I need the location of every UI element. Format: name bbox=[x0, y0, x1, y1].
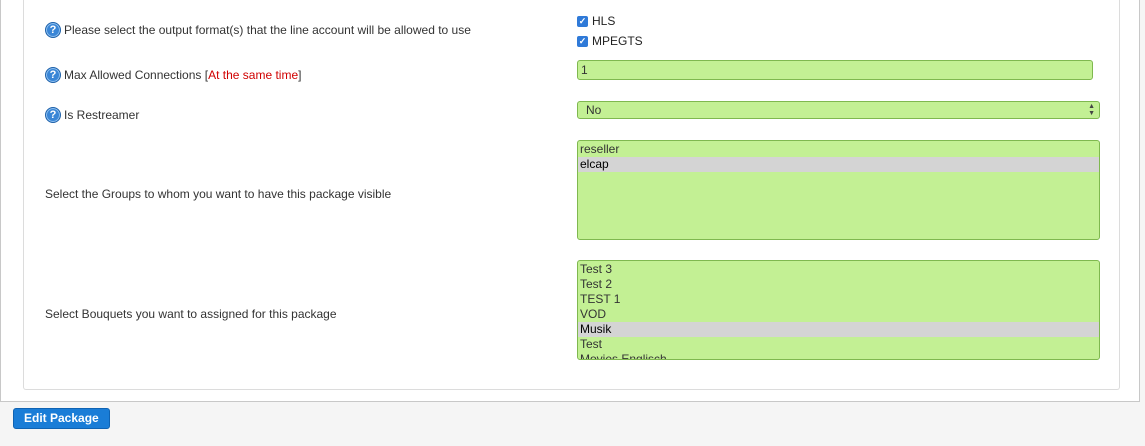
bouquet-option[interactable]: Test 2 bbox=[580, 277, 613, 291]
bouquet-option[interactable]: Test 3 bbox=[580, 262, 613, 276]
edit-package-button[interactable]: Edit Package bbox=[13, 408, 110, 429]
bouquets-label-row: Select Bouquets you want to assigned for… bbox=[45, 306, 337, 322]
max-connections-value: 1 bbox=[581, 63, 588, 77]
output-formats-label: Please select the output format(s) that … bbox=[64, 23, 471, 37]
help-icon[interactable]: ? bbox=[45, 22, 61, 38]
page-container: ? Please select the output format(s) tha… bbox=[0, 0, 1140, 402]
hls-checkbox-row[interactable]: ✓ HLS bbox=[577, 14, 615, 28]
bouquet-option[interactable]: Test bbox=[580, 337, 603, 351]
is-restreamer-select[interactable]: No ▲▼ bbox=[577, 101, 1100, 119]
is-restreamer-value: No bbox=[586, 103, 602, 117]
form-panel: ? Please select the output format(s) tha… bbox=[23, 0, 1120, 390]
groups-option-reseller[interactable]: reseller bbox=[580, 142, 620, 156]
up-down-arrows-icon: ▲▼ bbox=[1088, 103, 1095, 117]
is-restreamer-label: Is Restreamer bbox=[64, 108, 140, 122]
bouquet-option-selected[interactable]: Musik bbox=[578, 322, 1099, 337]
help-icon[interactable]: ? bbox=[45, 67, 61, 83]
groups-label-row: Select the Groups to whom you want to ha… bbox=[45, 186, 391, 202]
mpegts-checkbox-row[interactable]: ✓ MPEGTS bbox=[577, 34, 643, 48]
bouquets-label: Select Bouquets you want to assigned for… bbox=[45, 307, 337, 321]
bouquets-multiselect[interactable]: Test 3 Test 2 TEST 1 VOD Musik Test Movi… bbox=[577, 260, 1100, 360]
groups-multiselect[interactable]: reseller elcap bbox=[577, 140, 1100, 240]
mpegts-checkbox-label: MPEGTS bbox=[592, 34, 643, 48]
groups-label: Select the Groups to whom you want to ha… bbox=[45, 187, 392, 201]
is-restreamer-label-row: ? Is Restreamer bbox=[45, 106, 139, 124]
groups-option-elcap[interactable]: elcap bbox=[578, 157, 1099, 172]
bouquet-option[interactable]: VOD bbox=[580, 307, 607, 321]
max-connections-note: At the same time bbox=[208, 68, 299, 82]
checkbox-checked-icon[interactable]: ✓ bbox=[577, 35, 588, 47]
bouquet-option[interactable]: Movies Englisch bbox=[580, 352, 667, 360]
checkbox-checked-icon[interactable]: ✓ bbox=[577, 15, 588, 27]
max-connections-input[interactable]: 1 bbox=[577, 60, 1093, 80]
max-connections-label-row: ? Max Allowed Connections [At the same t… bbox=[45, 66, 301, 84]
hls-checkbox-label: HLS bbox=[592, 14, 616, 28]
help-icon[interactable]: ? bbox=[45, 107, 61, 123]
max-connections-label: Max Allowed Connections bbox=[64, 68, 202, 82]
bouquet-option[interactable]: TEST 1 bbox=[580, 292, 621, 306]
output-formats-label-row: ? Please select the output format(s) tha… bbox=[45, 21, 471, 39]
